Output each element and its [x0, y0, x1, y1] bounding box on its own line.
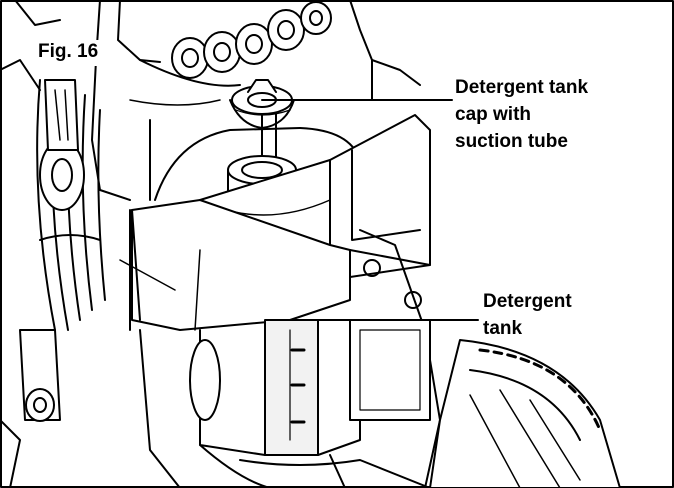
- hose-reel: [0, 79, 106, 488]
- callout-tank-cap-line-2: cap with: [455, 104, 532, 125]
- tank-housing-front: [119, 199, 431, 331]
- detergent-tank: [189, 319, 361, 456]
- callout-detergent-tank-line-1: Detergent: [483, 291, 572, 312]
- right-frame: [349, 229, 441, 488]
- callout-detergent-tank-line-2: tank: [483, 318, 523, 339]
- knob-row: [171, 1, 332, 79]
- callout-tank-cap: Detergent tank cap with suction tube: [455, 74, 588, 155]
- base: [139, 329, 431, 488]
- callout-tank-cap-line-1: Detergent tank: [455, 77, 589, 98]
- callout-tank-cap-line-3: suction tube: [455, 131, 568, 152]
- wheel: [429, 339, 621, 488]
- callout-detergent-tank: Detergent tank: [483, 288, 572, 342]
- figure-label: Fig. 16: [28, 40, 109, 66]
